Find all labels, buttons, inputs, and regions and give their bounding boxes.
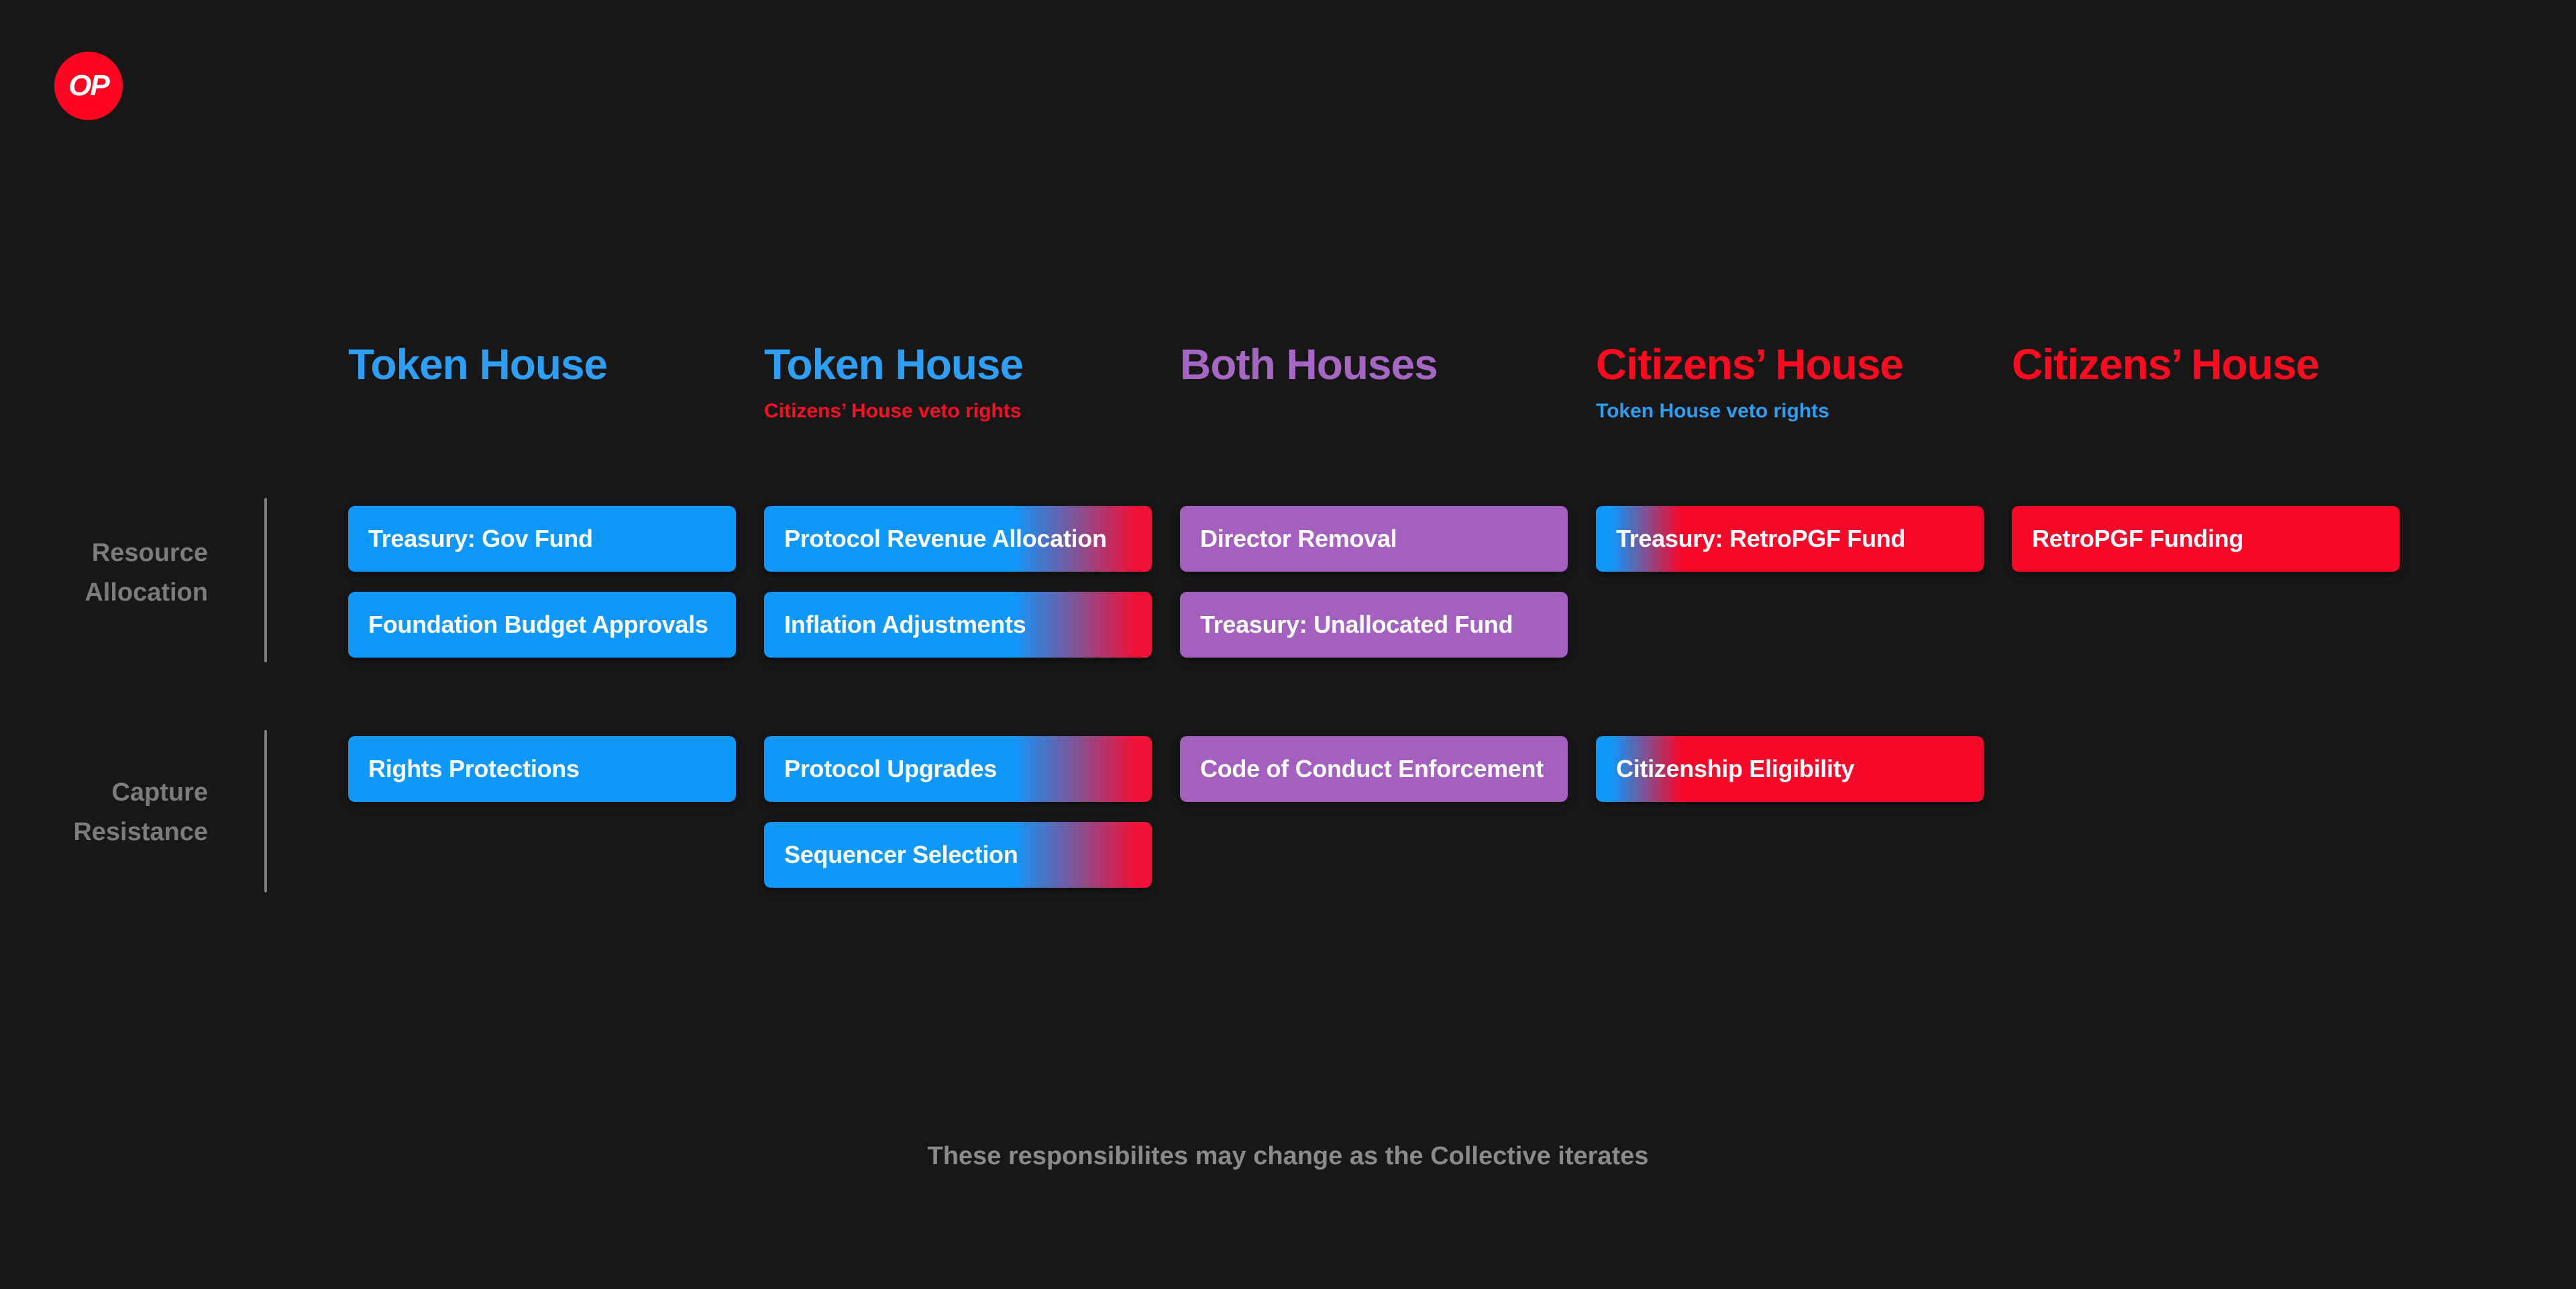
column-subtitle: Citizens’ House veto rights — [764, 400, 1022, 423]
responsibility-box: Sequencer Selection — [764, 822, 1152, 888]
column-header: Both Houses — [1180, 341, 1568, 506]
responsibility-box: Protocol Revenue Allocation — [764, 506, 1152, 572]
row-label-resource-allocation: Resource Allocation — [85, 533, 208, 613]
responsibility-label: Director Removal — [1200, 525, 1397, 552]
column-cell: Citizenship Eligibility — [1596, 736, 1984, 888]
responsibility-label: Protocol Revenue Allocation — [784, 525, 1107, 552]
column-title: Token House — [348, 340, 608, 389]
op-logo: OP — [54, 52, 123, 120]
footer-note: These responsibilites may change as the … — [927, 1142, 1649, 1170]
row-label-line: Resource — [91, 539, 208, 567]
responsibility-label: Sequencer Selection — [784, 841, 1018, 868]
column-cell: Code of Conduct Enforcement — [1180, 736, 1568, 888]
responsibility-box: Protocol Upgrades — [764, 736, 1152, 802]
column-header: Token House — [348, 341, 736, 506]
column-subtitle: Token House veto rights — [1596, 400, 1829, 423]
op-logo-text: OP — [68, 69, 110, 102]
responsibility-label: Citizenship Eligibility — [1616, 755, 1855, 782]
responsibility-label: Treasury: RetroPGF Fund — [1616, 525, 1906, 552]
responsibility-box: Director Removal — [1180, 506, 1568, 572]
row-label-line: Capture — [111, 778, 208, 807]
column-cell: Treasury: RetroPGF Fund — [1596, 506, 1984, 736]
responsibility-label: Protocol Upgrades — [784, 755, 997, 782]
row-label-line: Allocation — [85, 578, 208, 607]
row-label-capture-resistance: Capture Resistance — [73, 773, 208, 852]
responsibility-label: Code of Conduct Enforcement — [1200, 755, 1544, 782]
column-title: Citizens’ House — [1596, 340, 1904, 389]
responsibility-box: Foundation Budget Approvals — [348, 592, 736, 658]
responsibility-label: Rights Protections — [368, 755, 580, 782]
responsibility-label: Foundation Budget Approvals — [368, 611, 708, 638]
column-title: Both Houses — [1180, 340, 1438, 389]
responsibility-box: RetroPGF Funding — [2012, 506, 2400, 572]
responsibility-label: Treasury: Unallocated Fund — [1200, 611, 1513, 638]
responsibility-box: Treasury: Gov Fund — [348, 506, 736, 572]
responsibility-box: Treasury: RetroPGF Fund — [1596, 506, 1984, 572]
column-title: Citizens’ House — [2012, 340, 2320, 389]
responsibility-label: RetroPGF Funding — [2032, 525, 2244, 552]
responsibility-box: Inflation Adjustments — [764, 592, 1152, 658]
column-cell — [2012, 736, 2400, 888]
column-title: Token House — [764, 340, 1024, 389]
responsibility-box: Citizenship Eligibility — [1596, 736, 1984, 802]
responsibility-box: Rights Protections — [348, 736, 736, 802]
responsibility-box: Treasury: Unallocated Fund — [1180, 592, 1568, 658]
column-cell: Rights Protections — [348, 736, 736, 888]
responsibility-label: Treasury: Gov Fund — [368, 525, 593, 552]
column-header: Citizens’ House — [2012, 341, 2400, 506]
row-divider-line — [264, 730, 267, 892]
responsibility-box: Code of Conduct Enforcement — [1180, 736, 1568, 802]
responsibility-label: Inflation Adjustments — [784, 611, 1026, 638]
row-divider-line — [264, 498, 267, 662]
column-cell: RetroPGF Funding — [2012, 506, 2400, 736]
row-label-line: Resistance — [73, 818, 208, 846]
